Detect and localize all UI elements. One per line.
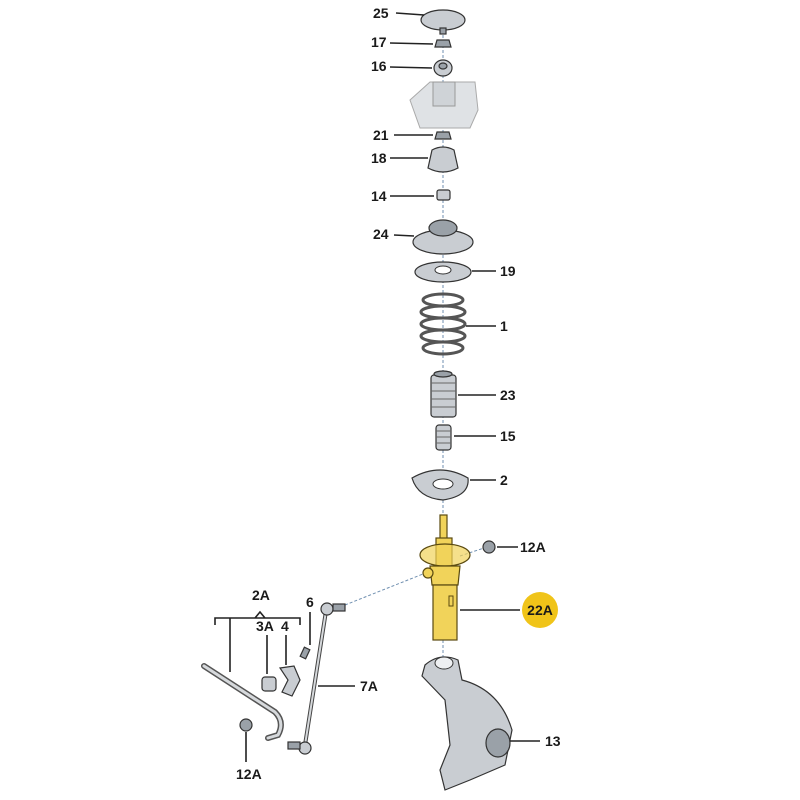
part-17-nut[interactable] bbox=[434, 39, 452, 48]
part-18-bushing[interactable] bbox=[427, 146, 459, 173]
label-15: 15 bbox=[500, 428, 516, 444]
label-22A: 22A bbox=[527, 602, 553, 618]
part-7A-coupling-rod[interactable] bbox=[287, 602, 346, 755]
part-24-strut-mount[interactable] bbox=[412, 219, 474, 255]
label-12A-bottom: 12A bbox=[236, 766, 262, 782]
label-18: 18 bbox=[371, 150, 387, 166]
part-4-clamp[interactable] bbox=[278, 665, 301, 697]
part-21-nut[interactable] bbox=[434, 131, 452, 140]
part-19-bearing[interactable] bbox=[414, 261, 472, 283]
label-12A-top: 12A bbox=[520, 539, 546, 555]
label-13: 13 bbox=[545, 733, 561, 749]
label-4: 4 bbox=[281, 618, 289, 634]
body-mount-bracket bbox=[409, 81, 479, 129]
part-23-dust-boot[interactable] bbox=[430, 370, 457, 418]
highlight-badge bbox=[522, 592, 558, 628]
label-25: 25 bbox=[373, 5, 389, 21]
part-14-nut[interactable] bbox=[436, 189, 451, 201]
part-25-cap[interactable] bbox=[420, 9, 466, 35]
label-14: 14 bbox=[371, 188, 387, 204]
part-12A-nut-bottom[interactable] bbox=[239, 718, 253, 732]
label-17: 17 bbox=[371, 34, 387, 50]
part-22A-strut[interactable] bbox=[419, 514, 471, 641]
label-6: 6 bbox=[306, 594, 314, 610]
part-2-spring-seat[interactable] bbox=[411, 469, 469, 501]
link-axis bbox=[344, 571, 429, 606]
bracket-2A bbox=[214, 610, 301, 625]
part-6-bolt[interactable] bbox=[299, 646, 311, 660]
label-3A: 3A bbox=[256, 618, 274, 634]
label-2: 2 bbox=[500, 472, 508, 488]
label-21: 21 bbox=[373, 127, 389, 143]
label-24: 24 bbox=[373, 226, 389, 242]
label-19: 19 bbox=[500, 263, 516, 279]
label-23: 23 bbox=[500, 387, 516, 403]
part-15-bump-stop[interactable] bbox=[435, 424, 452, 451]
part-13-steering-knuckle[interactable] bbox=[421, 656, 513, 791]
part-12A-nut-top[interactable] bbox=[482, 540, 496, 554]
label-16: 16 bbox=[371, 58, 387, 74]
label-7A: 7A bbox=[360, 678, 378, 694]
label-2A: 2A bbox=[252, 587, 270, 603]
part-1-coil-spring[interactable] bbox=[419, 292, 467, 356]
part-16-washer[interactable] bbox=[433, 59, 453, 77]
label-1: 1 bbox=[500, 318, 508, 334]
part-3A-bushing[interactable] bbox=[261, 676, 277, 692]
